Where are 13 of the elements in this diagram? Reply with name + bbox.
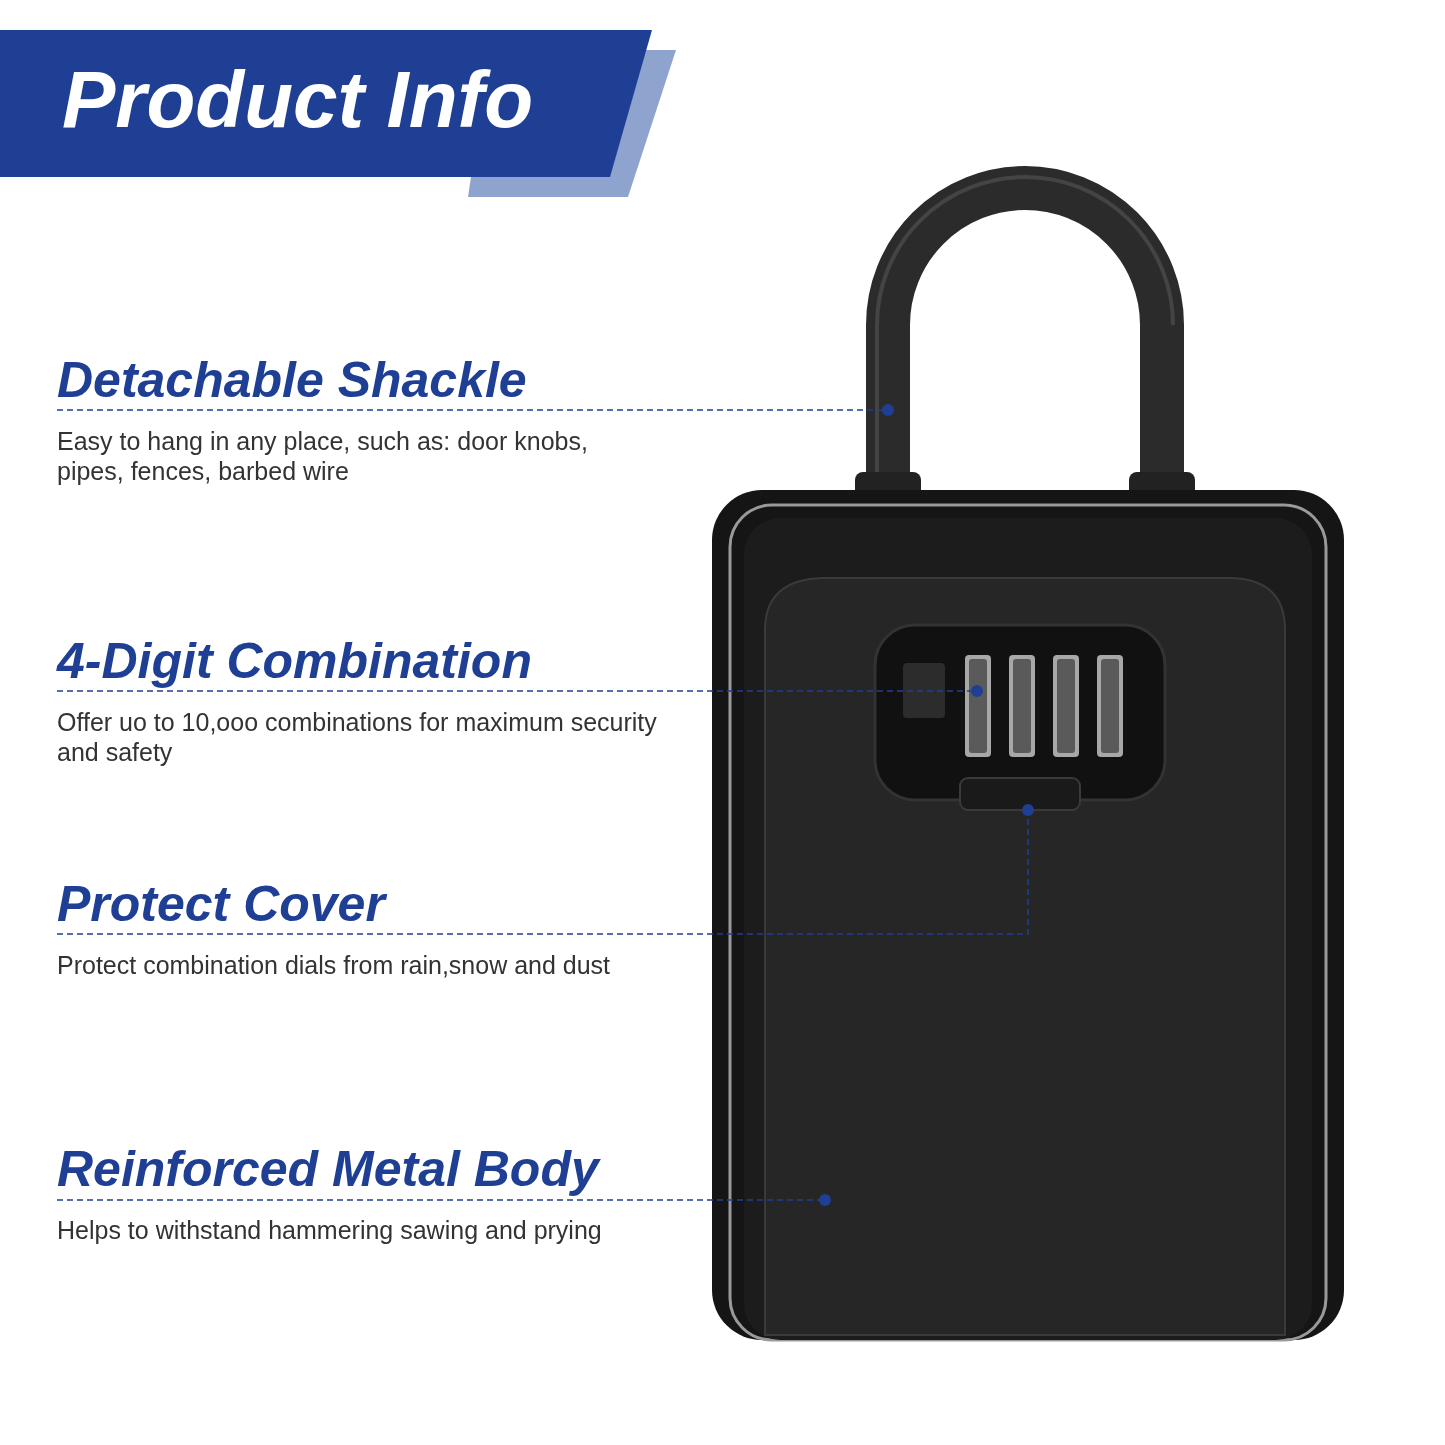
feature-heading: Detachable Shackle [57,352,528,408]
feature-heading: 4-Digit Combination [57,633,533,689]
title: Product Info [62,54,534,146]
leader-line [56,804,1034,935]
feature-description: Protect combination dials from rain,snow and dust [57,950,612,980]
feature-heading: Protect Cover [57,876,388,932]
feature-description: Offer uo to 10,ooo combinations for maximum security and safety [57,707,658,767]
leader-line [56,685,983,697]
leader-line [56,1194,831,1206]
feature-heading: Reinforced Metal Body [57,1141,602,1197]
feature-description: Helps to withstand hammering sawing and prying [57,1215,603,1245]
leader-line [56,404,894,416]
feature-description: Easy to hang in any place, such as: door knobs, pipes, fences, barbed wire [57,426,589,486]
